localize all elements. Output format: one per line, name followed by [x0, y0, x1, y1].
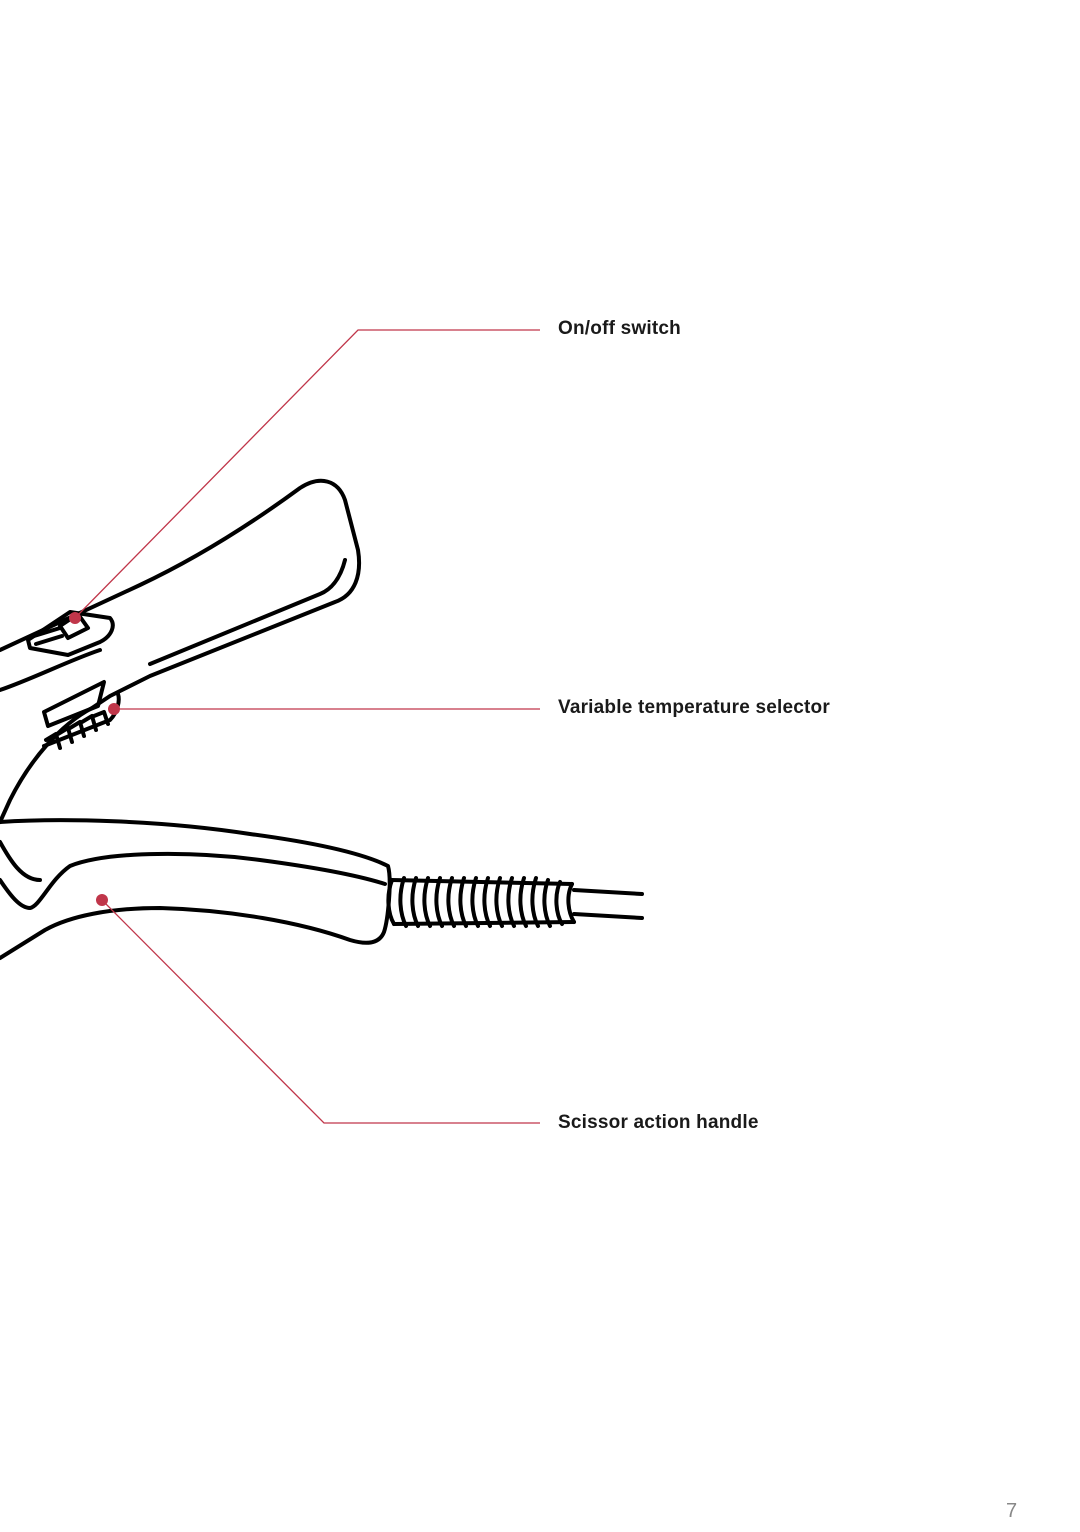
cord-strain-relief — [386, 876, 576, 928]
upper-handle-inner-line — [148, 558, 347, 666]
leader-line-on-off — [74, 329, 540, 619]
leader-line-scissor — [101, 899, 540, 1124]
on-off-switch-label: On/off switch — [558, 318, 681, 339]
temperature-wedge — [42, 680, 106, 728]
temperature-dial-ridges — [44, 710, 110, 750]
switch-housing — [26, 610, 115, 657]
scissor-handle-label: Scissor action handle — [558, 1112, 759, 1133]
switch-lines — [32, 626, 64, 646]
marker-dot-temperature — [108, 703, 120, 715]
power-cord — [572, 888, 644, 920]
marker-dot-on-off — [69, 612, 81, 624]
page-number: 7 — [1006, 1500, 1018, 1522]
marker-dot-scissor — [96, 894, 108, 906]
lower-handle-crease — [0, 840, 42, 882]
temperature-selector-label: Variable temperature selector — [558, 697, 830, 718]
lower-handle-outline — [0, 818, 392, 960]
lower-handle-inner-contour — [0, 851, 387, 910]
upper-handle-lower-edge — [0, 648, 102, 692]
